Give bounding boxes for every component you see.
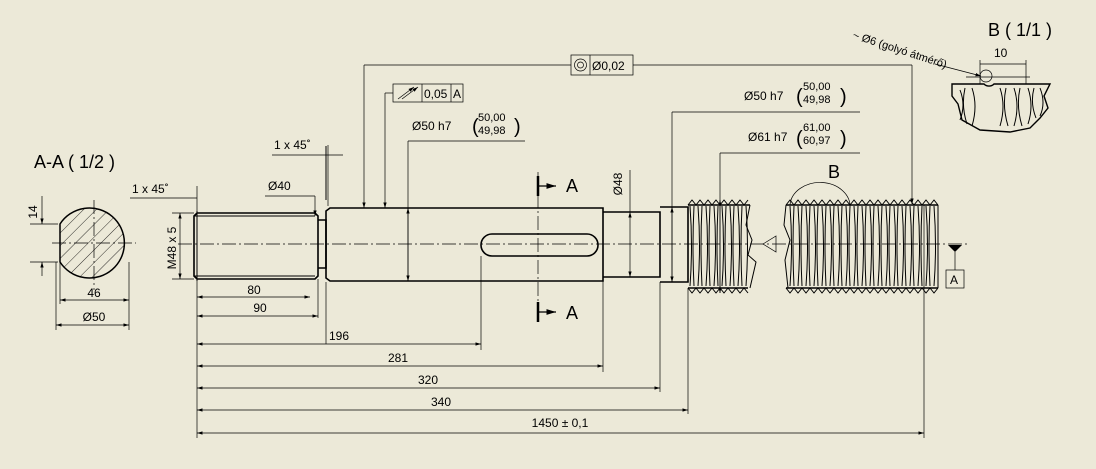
- d50-right-label: Ø50 h7: [744, 89, 784, 103]
- thread-dim-label: M48 x 5: [165, 226, 179, 269]
- d50-left-upper: 50,00: [478, 112, 506, 124]
- d50-right-lower: 49,98: [803, 94, 831, 106]
- d50-left-lower: 49,98: [478, 125, 506, 137]
- detail-b-callout: B: [828, 162, 840, 182]
- runout-datum: A: [453, 87, 461, 101]
- section-marks: A A: [536, 172, 578, 323]
- detail-b-circle: [789, 182, 851, 209]
- runout-tolerance-frame: 0,05 A: [383, 83, 464, 208]
- ball-screw-thread-right: [783, 199, 939, 294]
- d50-right-upper: 50,00: [803, 81, 831, 93]
- section-mark-bottom: A: [566, 303, 578, 323]
- ball-screw-thread-left: [687, 199, 757, 294]
- keyway: [480, 233, 599, 257]
- shaft-outline: B: [178, 162, 970, 294]
- svg-text:(: (: [796, 128, 803, 150]
- dim-46-label: 46: [87, 286, 101, 300]
- detail-b-view: B ( 1/1 ) 10 ~ Ø6 (golyó átmérő): [851, 20, 1052, 133]
- concentricity-tolerance-frame: Ø0,02: [362, 54, 914, 208]
- section-aa-title: A-A ( 1/2 ): [34, 152, 115, 172]
- d61-label: Ø61 h7: [748, 130, 788, 144]
- concentricity-value: Ø0,02: [592, 59, 625, 73]
- section-aa-view: A-A ( 1/2 ) 14 46 Ø50: [26, 152, 136, 330]
- length-80: 80: [247, 283, 261, 297]
- chamfer-second-label: 1 x 45˚: [274, 138, 311, 152]
- dim-14-label: 14: [26, 205, 40, 219]
- svg-text:(: (: [472, 116, 479, 138]
- runout-value: 0,05: [424, 87, 448, 101]
- chamfer-left-label: 1 x 45˚: [132, 182, 169, 196]
- d48-label: Ø48: [611, 172, 625, 195]
- d40-label: Ø40: [268, 179, 291, 193]
- svg-text:): ): [840, 128, 847, 150]
- length-196: 196: [329, 329, 349, 343]
- d50-left-label: Ø50 h7: [412, 119, 452, 133]
- runout-icon: [397, 86, 415, 100]
- length-dimensions: 80 90 196 281 320 340 1450 ± 0,1: [196, 205, 925, 438]
- dim-50-label: Ø50: [83, 310, 106, 324]
- datum-label: A: [950, 273, 958, 287]
- section-mark-top: A: [566, 176, 578, 196]
- detail-b-title: B ( 1/1 ): [988, 20, 1052, 40]
- detail-b-dim: 10: [994, 46, 1008, 60]
- length-1450: 1450 ± 0,1: [532, 416, 589, 430]
- d61-lower: 60,97: [803, 135, 831, 147]
- svg-text:): ): [514, 116, 521, 138]
- length-90: 90: [253, 301, 267, 315]
- concentricity-icon: [574, 58, 587, 72]
- length-340: 340: [431, 395, 451, 409]
- d61-upper: 61,00: [803, 122, 831, 134]
- svg-text:): ): [840, 86, 847, 108]
- length-320: 320: [418, 373, 438, 387]
- diameter-dimensions: M48 x 5 1 x 45˚ Ø40 1 x 45˚ Ø50 h7 ( 50,…: [130, 54, 965, 293]
- svg-text:(: (: [796, 86, 803, 108]
- length-281: 281: [388, 351, 408, 365]
